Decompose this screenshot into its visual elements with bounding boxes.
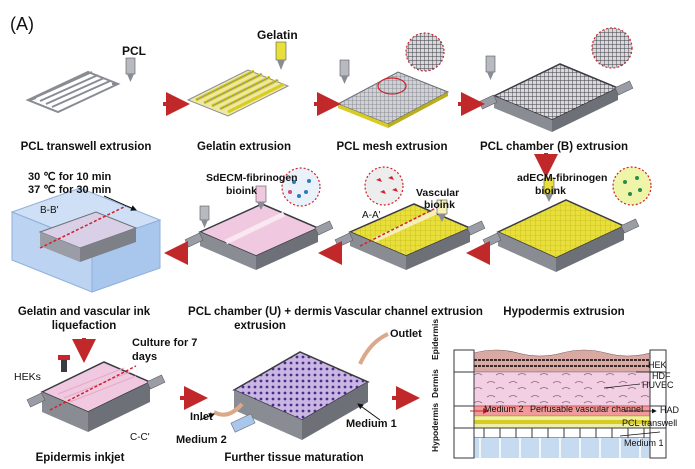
liquefaction-device <box>10 187 162 293</box>
nozzle-icon <box>125 57 136 82</box>
medium1-arrow-icon <box>357 403 381 421</box>
section-cc-label: C-C' <box>130 432 150 443</box>
caption-gelatin-liquefaction-line-2: liquefaction <box>51 320 117 332</box>
caption-pcl-chamber-u-line-1: PCL chamber (U) + dermis <box>188 306 332 318</box>
maturation-device <box>213 332 389 440</box>
section-aa-label: A-A' <box>362 210 381 221</box>
hypodermis-nozzle-icon <box>543 177 555 202</box>
caption-pcl-chamber-b: PCL chamber (B) extrusion <box>479 141 629 153</box>
vascular-bioink-zoom-icon <box>364 166 404 206</box>
ad-bioink-line-1: adECM-fibrinogen <box>517 172 608 184</box>
cs-medium2-label: Medium 2 <box>484 404 524 414</box>
caption-hypodermis: Hypodermis extrusion <box>503 306 625 318</box>
cs-hek-label: HEK <box>648 360 667 370</box>
ad-bioink-zoom-icon <box>612 166 652 206</box>
sd-bioink-line-2: bioink <box>226 185 257 197</box>
caption-epidermis-inkjet: Epidermis inkjet <box>35 452 125 464</box>
panel-label: (A) <box>10 14 34 34</box>
section-bb-label: B-B' <box>40 205 59 216</box>
cs-huvec-label: HUVEC <box>642 380 674 390</box>
inkjet-head-icon <box>58 355 70 372</box>
epidermis-device <box>26 361 166 432</box>
caption-gelatin-liquefaction-line-1: Gelatin and vascular ink <box>17 306 151 318</box>
ad-bioink-line-2: bioink <box>535 185 566 197</box>
heks-label: HEKs <box>14 371 41 383</box>
vascular-nozzle-icon <box>436 199 448 222</box>
temperature-line-1: 30 ℃ for 10 min <box>28 171 112 183</box>
vascular-bioink-line-1: Vascular <box>416 187 460 199</box>
chamber-zoom-icon <box>591 27 633 69</box>
mesh-nozzle-icon <box>339 59 350 84</box>
chamber-nozzle-icon <box>485 55 496 80</box>
gelatin-device <box>186 69 290 117</box>
inlet-label: Inlet <box>190 411 213 423</box>
culture-line-2: days <box>132 351 158 363</box>
cs-dermis-label: Dermis <box>430 369 440 398</box>
cs-hypodermis-label: Hypodermis <box>430 402 440 452</box>
pcl-nozzle-icon <box>199 205 210 228</box>
medium2-label: Medium 2 <box>176 434 227 446</box>
caption-tissue-maturation: Further tissue maturation <box>224 452 364 464</box>
cs-hdf-label: HDF <box>652 371 671 381</box>
pointer-arrow-icon <box>103 195 137 211</box>
sd-bioink-zoom-icon <box>281 167 321 207</box>
caption-gelatin-extrusion: Gelatin extrusion <box>197 141 291 153</box>
hypodermis-device <box>482 199 640 272</box>
cs-had-label: HAD <box>660 405 680 415</box>
cs-medium1-label: Medium 1 <box>624 438 664 448</box>
cs-channel-label: Perfusable vascular channel <box>530 404 644 414</box>
temperature-line-2: 37 ℃ for 30 min <box>28 184 112 196</box>
gelatin-nozzle-icon <box>275 41 287 70</box>
outlet-label: Outlet <box>390 328 422 340</box>
pcl-chamber-u-device <box>184 203 334 270</box>
dermis-nozzle-icon <box>255 185 267 210</box>
mesh-zoom-icon <box>377 32 445 95</box>
pcl-chamber-b-device <box>478 63 634 132</box>
medium1-label: Medium 1 <box>346 418 397 430</box>
caption-pcl-transwell: PCL transwell extrusion <box>20 141 152 153</box>
pcl-mesh-device <box>336 71 450 128</box>
culture-line-1: Culture for 7 <box>132 337 198 349</box>
caption-vascular-channel: Vascular channel extrusion <box>334 306 483 318</box>
cs-epidermis-label: Epidermis <box>430 318 440 360</box>
inlet-arrow-icon <box>199 413 215 421</box>
caption-pcl-chamber-u-line-2: extrusion <box>234 320 286 332</box>
pcl-callout: PCL <box>122 44 146 58</box>
sd-bioink-line-1: SdECM-fibrinogen <box>206 172 298 184</box>
vascular-channel-device <box>334 203 486 270</box>
cross-section-diagram <box>453 349 667 459</box>
pcl-transwell-device <box>25 70 121 114</box>
vascular-bioink-line-2: bioink <box>424 199 455 211</box>
caption-pcl-mesh: PCL mesh extrusion <box>336 141 448 153</box>
cs-pcl-transwell-label: PCL transwell <box>622 418 678 428</box>
gelatin-callout: Gelatin <box>257 28 298 42</box>
